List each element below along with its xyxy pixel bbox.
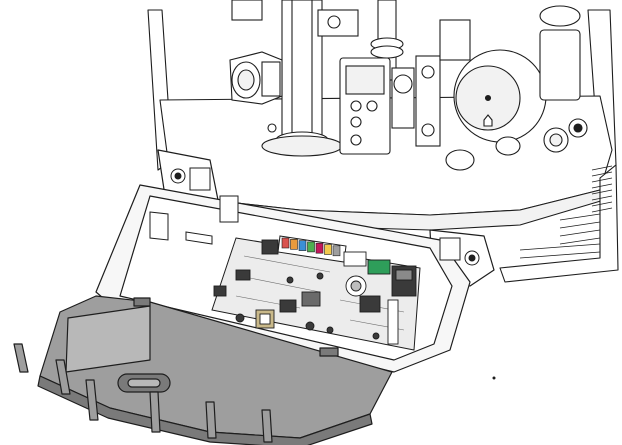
left-valve-assembly	[229, 51, 283, 133]
marker-dot	[492, 376, 496, 380]
connector-pin	[315, 242, 324, 254]
connector-pin	[307, 241, 315, 253]
connector-pin	[324, 244, 332, 255]
fan-pump	[439, 5, 588, 171]
connector-pin	[332, 245, 341, 257]
front-cover	[13, 295, 393, 445]
connector-pin	[281, 237, 290, 249]
side-ribs	[519, 165, 613, 259]
hinge-details	[149, 167, 480, 266]
gas-valve	[339, 55, 441, 155]
pcb-components	[213, 239, 417, 345]
connector-pin	[290, 239, 298, 250]
green-connector	[367, 259, 391, 275]
connector-pin	[298, 240, 307, 251]
